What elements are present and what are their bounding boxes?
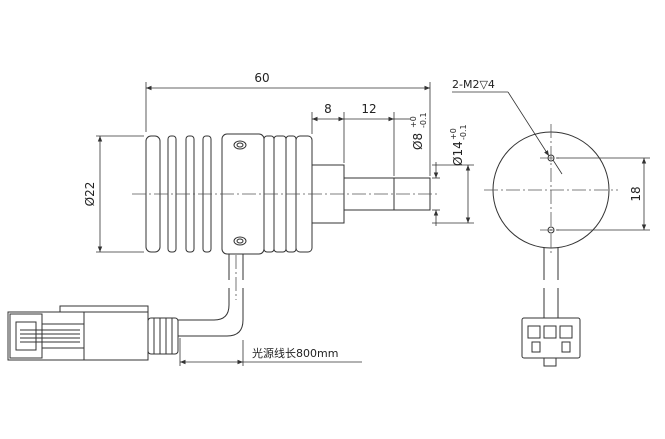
front-center-lines [484, 124, 618, 255]
cable-stub [228, 254, 244, 280]
cable-length-note: 光源线长800mm [252, 346, 338, 360]
dim-body-diameter: Ø22 [83, 182, 97, 207]
dim-small-shaft-tol-upper: +0 [409, 116, 418, 128]
dim-step-length: 8 [324, 102, 332, 116]
dim-small-shaft-main: Ø8 [411, 133, 425, 150]
dim-shaft-length: 12 [361, 102, 376, 116]
side-view [7, 133, 431, 361]
side-dimensions [96, 82, 474, 366]
front-view [492, 131, 610, 367]
dim-small-shaft-tol-lower: -0.1 [419, 112, 428, 128]
front-dimensions [452, 91, 650, 231]
thread-callout: 2-M2▽4 [452, 78, 495, 91]
set-screw-top-inner [236, 142, 244, 148]
set-screw-bottom-inner [236, 238, 244, 244]
dim-hole-spacing: 18 [629, 186, 643, 201]
strain-relief [147, 317, 179, 355]
connector-housing [7, 305, 149, 361]
front-connector [521, 317, 581, 367]
side-center-lines [132, 193, 440, 300]
set-screw-top [233, 140, 247, 150]
dim-large-shaft-group: Ø14 +0 -0.1 [449, 124, 468, 166]
set-screw-bottom [233, 236, 247, 246]
dim-large-shaft-main: Ø14 [451, 141, 465, 166]
dim-large-shaft-tol-upper: +0 [449, 128, 458, 140]
dim-small-shaft-group: Ø8 +0 -0.1 [409, 112, 428, 150]
dim-large-shaft-tol-lower: -0.1 [459, 124, 468, 140]
cable-bend [178, 288, 244, 337]
dim-total-length: 60 [254, 71, 269, 85]
